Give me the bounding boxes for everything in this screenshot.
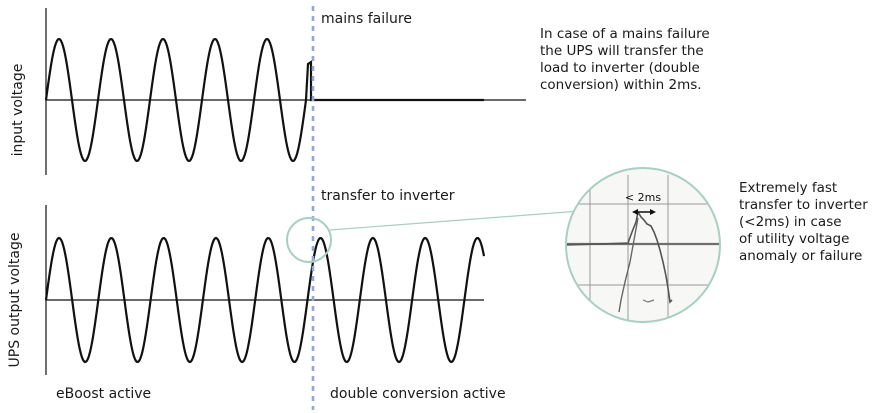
mains-failure-label: mains failure: [321, 11, 412, 27]
mains-failure-note: In case of a mains failure the UPS will …: [540, 26, 710, 93]
zoom-grid: [566, 175, 720, 320]
arrow-right-icon: [650, 209, 656, 215]
zoom-trace-bump: [642, 299, 655, 303]
zoom-transfer-time-label: < 2ms: [625, 191, 661, 204]
transfer-note: Extremely fast transfer to inverter (<2m…: [739, 180, 868, 264]
input-voltage-waveform: [44, 37, 484, 163]
zoom-callout-line: [329, 210, 581, 231]
zoom-trace-falling: [618, 217, 639, 313]
zoom-detail: < 2ms: [566, 168, 720, 322]
transfer-highlight-circle: [286, 217, 332, 263]
ups-output-voltage-label: UPS output voltage: [7, 232, 23, 368]
input-voltage-label: input voltage: [10, 63, 26, 157]
output-voltage-waveform: [44, 236, 486, 364]
eboost-active-label: eBoost active: [56, 386, 152, 402]
zoom-circle-border: [565, 167, 721, 323]
double-conversion-active-label: double conversion active: [330, 386, 506, 402]
arrow-left-icon: [632, 209, 638, 215]
transfer-to-inverter-label: transfer to inverter: [321, 188, 455, 204]
zoom-trace: [566, 209, 673, 304]
